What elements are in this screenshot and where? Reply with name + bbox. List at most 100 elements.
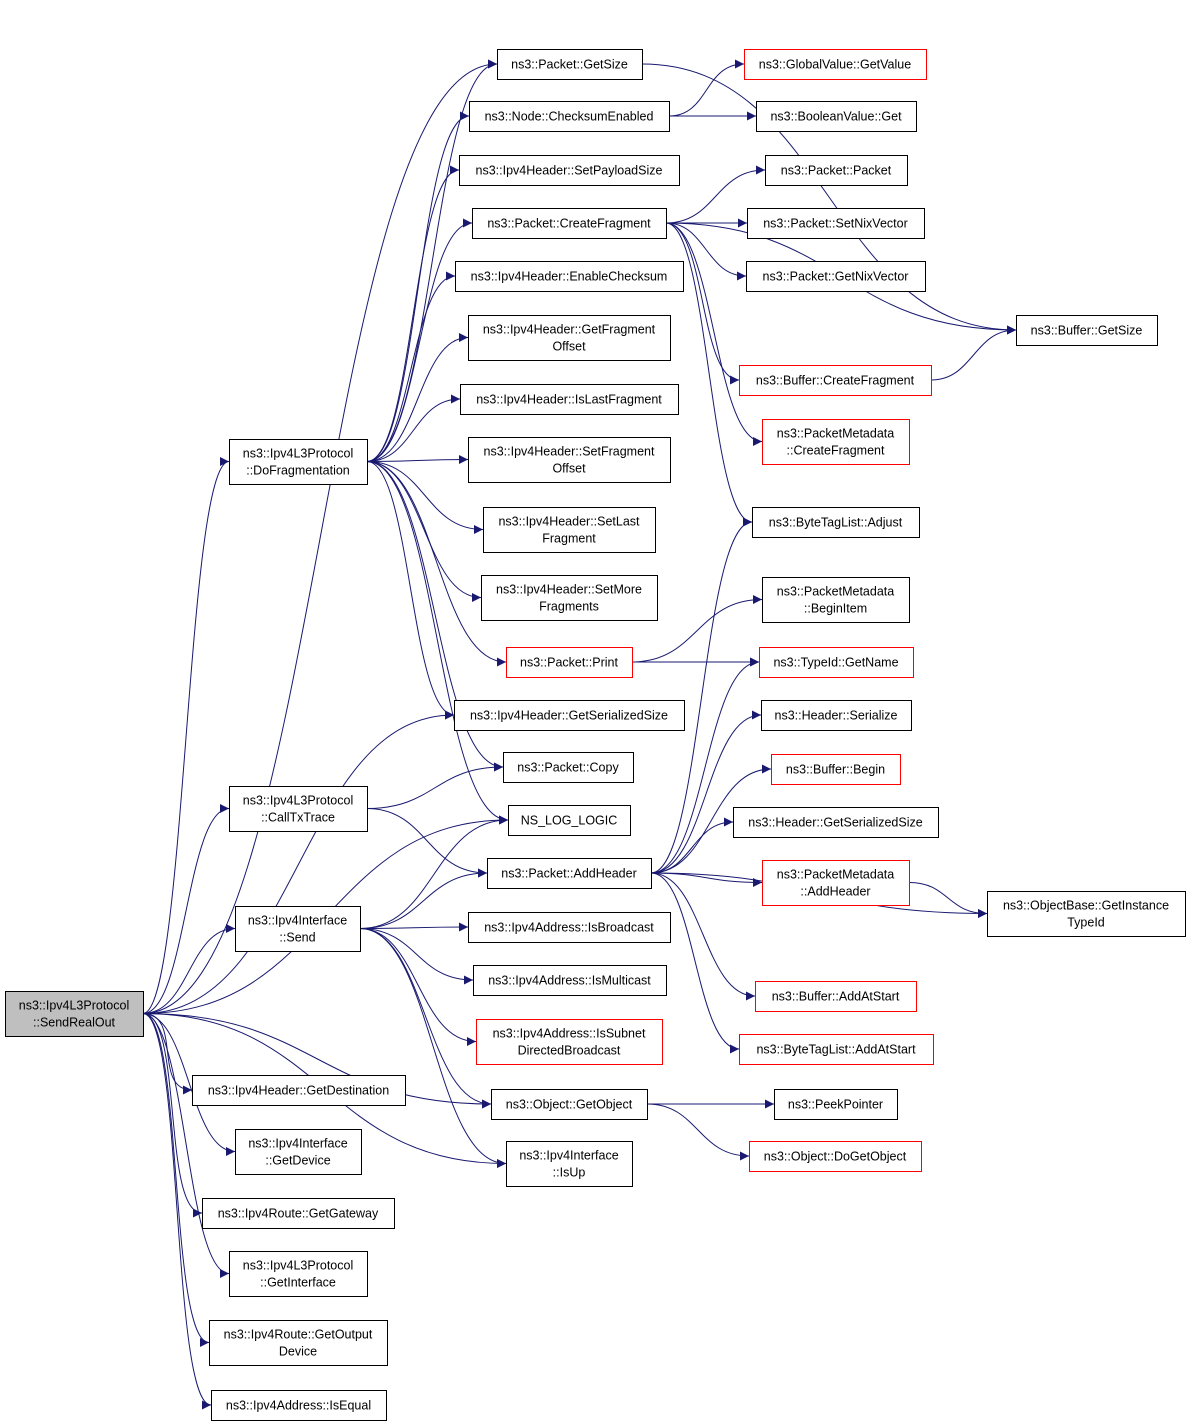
node-buffer-get-size[interactable]: ns3::Buffer::GetSize: [1016, 315, 1158, 346]
node-label: Offset: [552, 340, 586, 354]
node-ipv4if-get-device[interactable]: ns3::Ipv4Interface::GetDevice: [235, 1129, 362, 1175]
node-label: ns3::Header::Serialize: [775, 709, 898, 723]
node-header-serialize[interactable]: ns3::Header::Serialize: [761, 700, 912, 731]
edge-send-real-out-to-addr-is-equal: [142, 1013, 212, 1410]
node-box: [209, 1320, 388, 1366]
node-label: ns3::Object::GetObject: [506, 1098, 633, 1112]
node-label: ns3::ByteTagList::Adjust: [769, 516, 903, 530]
node-label: ns3::Buffer::Begin: [786, 763, 885, 777]
node-hdr-is-last-fragment[interactable]: ns3::Ipv4Header::IsLastFragment: [460, 384, 679, 415]
node-hdr-get-serialized-size[interactable]: ns3::Ipv4Header::GetSerializedSize: [454, 700, 685, 731]
node-label: ns3::ByteTagList::AddAtStart: [756, 1043, 916, 1057]
node-label: ns3::Ipv4Header::SetLast: [498, 515, 640, 529]
node-btl-adjust[interactable]: ns3::ByteTagList::Adjust: [752, 507, 920, 538]
node-label: ::AddHeader: [800, 885, 870, 899]
node-label: ::IsUp: [553, 1166, 586, 1180]
node-peek-pointer[interactable]: ns3::PeekPointer: [774, 1089, 898, 1120]
node-packet-print[interactable]: ns3::Packet::Print: [506, 647, 633, 678]
edge-do-fragmentation-to-packet-print: [366, 461, 507, 667]
node-label: ::Send: [279, 931, 315, 945]
node-buffer-begin[interactable]: ns3::Buffer::Begin: [771, 754, 901, 785]
node-l3-get-interface[interactable]: ns3::Ipv4L3Protocol::GetInterface: [229, 1251, 368, 1297]
node-buffer-add-at-start[interactable]: ns3::Buffer::AddAtStart: [755, 981, 917, 1012]
node-label: ns3::Header::GetSerializedSize: [748, 816, 922, 830]
node-label: ns3::Ipv4Header::SetFragment: [484, 445, 655, 459]
node-packet-packet[interactable]: ns3::Packet::Packet: [765, 155, 908, 186]
edge-packet-add-header-to-btl-adjust: [650, 517, 753, 874]
node-box: [762, 577, 910, 623]
node-boolean-value-get[interactable]: ns3::BooleanValue::Get: [756, 101, 917, 132]
node-global-value-get-value[interactable]: ns3::GlobalValue::GetValue: [744, 49, 927, 80]
node-do-fragmentation[interactable]: ns3::Ipv4L3Protocol::DoFragmentation: [229, 439, 368, 485]
edge-ipv4if-send-to-ns-log-logic: [359, 815, 509, 929]
node-box: [483, 507, 656, 553]
node-label: ns3::Ipv4Route::GetOutput: [224, 1328, 373, 1342]
node-label: ns3::Packet::Packet: [781, 164, 892, 178]
edge-ipv4if-send-to-addr-is-broadcast: [359, 922, 469, 932]
node-call-tx-trace[interactable]: ns3::Ipv4L3Protocol::CallTxTrace: [229, 786, 368, 832]
node-label: ns3::Ipv4Header::SetMore: [496, 583, 642, 597]
edge-packet-add-header-to-header-get-serialized-size: [650, 817, 734, 874]
node-box: [455, 261, 684, 292]
node-label: ::GetDevice: [265, 1154, 330, 1168]
node-buffer-create-fragment[interactable]: ns3::Buffer::CreateFragment: [739, 365, 932, 396]
node-packet-add-header[interactable]: ns3::Packet::AddHeader: [487, 858, 652, 889]
node-object-get-object[interactable]: ns3::Object::GetObject: [491, 1089, 648, 1120]
edge-packet-print-to-pm-begin-item: [631, 595, 763, 663]
node-ipv4if-is-up[interactable]: ns3::Ipv4Interface::IsUp: [506, 1141, 633, 1187]
node-send-real-out[interactable]: ns3::Ipv4L3Protocol::SendRealOut: [5, 991, 144, 1037]
node-ns-log-logic[interactable]: NS_LOG_LOGIC: [508, 805, 631, 836]
node-pm-create-fragment[interactable]: ns3::PacketMetadata::CreateFragment: [762, 419, 910, 465]
node-packet-get-size[interactable]: ns3::Packet::GetSize: [497, 49, 643, 80]
node-packet-copy[interactable]: ns3::Packet::Copy: [503, 752, 634, 783]
node-box: [468, 437, 671, 483]
node-box: [1016, 315, 1158, 346]
node-addr-is-multicast[interactable]: ns3::Ipv4Address::IsMulticast: [473, 965, 667, 996]
node-box: [491, 1089, 648, 1120]
node-addr-is-subnet-directed-broadcast[interactable]: ns3::Ipv4Address::IsSubnetDirectedBroadc…: [476, 1019, 663, 1065]
node-hdr-enable-checksum[interactable]: ns3::Ipv4Header::EnableChecksum: [455, 261, 684, 292]
node-node-checksum-enabled[interactable]: ns3::Node::ChecksumEnabled: [469, 101, 670, 132]
node-route-get-gateway[interactable]: ns3::Ipv4Route::GetGateway: [202, 1198, 395, 1229]
edge-ipv4if-send-to-ipv4if-is-up: [359, 928, 507, 1168]
node-ipv4if-send[interactable]: ns3::Ipv4Interface::Send: [235, 906, 361, 952]
node-addr-is-broadcast[interactable]: ns3::Ipv4Address::IsBroadcast: [468, 912, 671, 943]
node-label: ns3::Ipv4L3Protocol: [243, 1259, 354, 1273]
edge-do-fragmentation-to-hdr-set-last-fragment: [366, 461, 484, 534]
node-pm-add-header[interactable]: ns3::PacketMetadata::AddHeader: [762, 860, 910, 906]
edge-packet-add-header-to-buffer-add-at-start: [650, 872, 756, 1001]
node-packet-create-fragment[interactable]: ns3::Packet::CreateFragment: [472, 208, 667, 239]
node-packet-get-nix-vector[interactable]: ns3::Packet::GetNixVector: [746, 261, 926, 292]
edge-packet-add-header-to-header-serialize: [650, 710, 762, 874]
node-box: [468, 912, 671, 943]
node-label: ns3::Ipv4Route::GetGateway: [218, 1207, 379, 1221]
node-label: ns3::Ipv4Header::IsLastFragment: [476, 393, 662, 407]
node-header-get-serialized-size[interactable]: ns3::Header::GetSerializedSize: [733, 807, 939, 838]
node-hdr-set-payload-size[interactable]: ns3::Ipv4Header::SetPayloadSize: [459, 155, 680, 186]
node-label: ns3::TypeId::GetName: [773, 656, 898, 670]
node-packet-set-nix-vector[interactable]: ns3::Packet::SetNixVector: [747, 208, 925, 239]
edge-packet-create-fragment-to-btl-adjust: [665, 222, 753, 527]
node-btl-add-at-start[interactable]: ns3::ByteTagList::AddAtStart: [739, 1034, 934, 1065]
node-box: [235, 1129, 362, 1175]
node-hdr-get-destination[interactable]: ns3::Ipv4Header::GetDestination: [192, 1075, 406, 1106]
node-box: [454, 700, 685, 731]
node-object-do-get-object[interactable]: ns3::Object::DoGetObject: [749, 1141, 922, 1172]
node-typeid-get-name[interactable]: ns3::TypeId::GetName: [759, 647, 914, 678]
node-box: [987, 891, 1186, 937]
node-addr-is-equal[interactable]: ns3::Ipv4Address::IsEqual: [211, 1390, 387, 1421]
node-label: ns3::Buffer::AddAtStart: [772, 990, 900, 1004]
node-label: ns3::PeekPointer: [788, 1098, 883, 1112]
node-pm-begin-item[interactable]: ns3::PacketMetadata::BeginItem: [762, 577, 910, 623]
node-box: [761, 700, 912, 731]
edge-send-real-out-to-object-get-object: [142, 1013, 492, 1109]
node-box: [744, 49, 927, 80]
edge-packet-create-fragment-to-buffer-create-fragment: [665, 222, 740, 385]
